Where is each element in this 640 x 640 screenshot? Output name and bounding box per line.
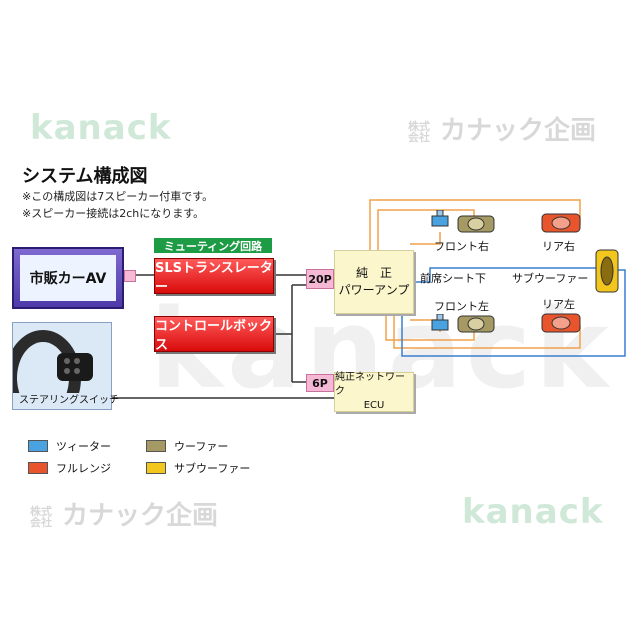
steering-switch-box: ステアリングスイッチ: [5, 322, 119, 426]
ecu-line2: ECU: [363, 400, 385, 411]
watermark-kanack-jp-bottom: 株式会社カナック企画: [30, 495, 218, 532]
legend-item-subwoofer: サブウーファー: [146, 460, 286, 476]
label-subwoofer: サブウーファー: [512, 272, 589, 285]
ecu-line1: 純正ネットワーク: [335, 372, 405, 397]
label-under-front-seat: 前席シート下: [420, 272, 486, 285]
fullrange-icon-rear-left: [541, 313, 581, 333]
legend-label-fullrange: フルレンジ: [56, 462, 111, 475]
fullrange-icon-rear-right: [541, 213, 581, 233]
legend-item-fullrange: フルレンジ: [28, 460, 148, 476]
power-amp-line1: 純 正: [355, 266, 392, 280]
legend-swatch-woofer: [146, 440, 166, 452]
diagram-title: システム構成図: [22, 166, 148, 187]
legend-label-woofer: ウーファー: [174, 440, 229, 453]
av-connector: [124, 270, 136, 282]
note-1: ※この構成図は7スピーカー付車です。: [22, 190, 214, 203]
woofer-icon-front-left: [457, 315, 495, 333]
steering-switch-label: ステアリングスイッチ: [19, 395, 119, 406]
legend-label-tweeter: ツィーター: [56, 440, 111, 453]
oem-network-ecu: 純正ネットワーク ECU: [334, 372, 414, 412]
control-box: コントロールボックス: [154, 316, 274, 353]
legend-label-subwoofer: サブウーファー: [174, 462, 251, 475]
legend-swatch-subwoofer: [146, 462, 166, 474]
label-front-left: フロント左: [434, 300, 489, 313]
watermark-kanack-bottom: kanack: [462, 492, 604, 532]
watermark-jp-text: カナック企画: [440, 116, 597, 146]
label-front-right: フロント右: [434, 240, 489, 253]
legend-swatch-tweeter: [28, 440, 48, 452]
sls-translator-box: SLSトランスレーター: [154, 258, 274, 295]
watermark-kanack-top: kanack: [30, 108, 172, 148]
watermark-jp-text-bottom: カナック企画: [62, 501, 219, 531]
muting-circuit-tag: ミューティング回路: [154, 238, 272, 253]
connector-6p: 6P: [306, 374, 334, 392]
legend-item-tweeter: ツィーター: [28, 438, 148, 454]
aftermarket-av-unit: 市販カーAV: [12, 247, 124, 309]
watermark-kanack-jp-top: 株式会社カナック企画: [408, 110, 596, 147]
legend-swatch-fullrange: [28, 462, 48, 474]
subwoofer-icon: [595, 249, 619, 293]
legend-item-woofer: ウーファー: [146, 438, 266, 454]
tweeter-icon-front-left: [431, 314, 449, 331]
label-rear-left: リア左: [542, 298, 575, 311]
label-rear-right: リア右: [542, 240, 575, 253]
connector-20p: 20P: [306, 269, 334, 289]
woofer-icon-front-right: [457, 215, 495, 233]
note-2: ※スピーカー接続は2chになります。: [22, 207, 205, 220]
watermark-corp-mark-bottom: 株式会社: [30, 504, 52, 529]
oem-power-amp: 純 正 パワーアンプ: [334, 250, 414, 314]
steering-wheel-icon: [5, 330, 93, 426]
power-amp-line2: パワーアンプ: [338, 283, 410, 297]
aftermarket-av-label: 市販カーAV: [20, 255, 116, 301]
watermark-corp-mark: 株式会社: [408, 119, 430, 144]
tweeter-icon-front-right: [431, 210, 449, 227]
speaker-wiring-blue: [401, 267, 626, 357]
